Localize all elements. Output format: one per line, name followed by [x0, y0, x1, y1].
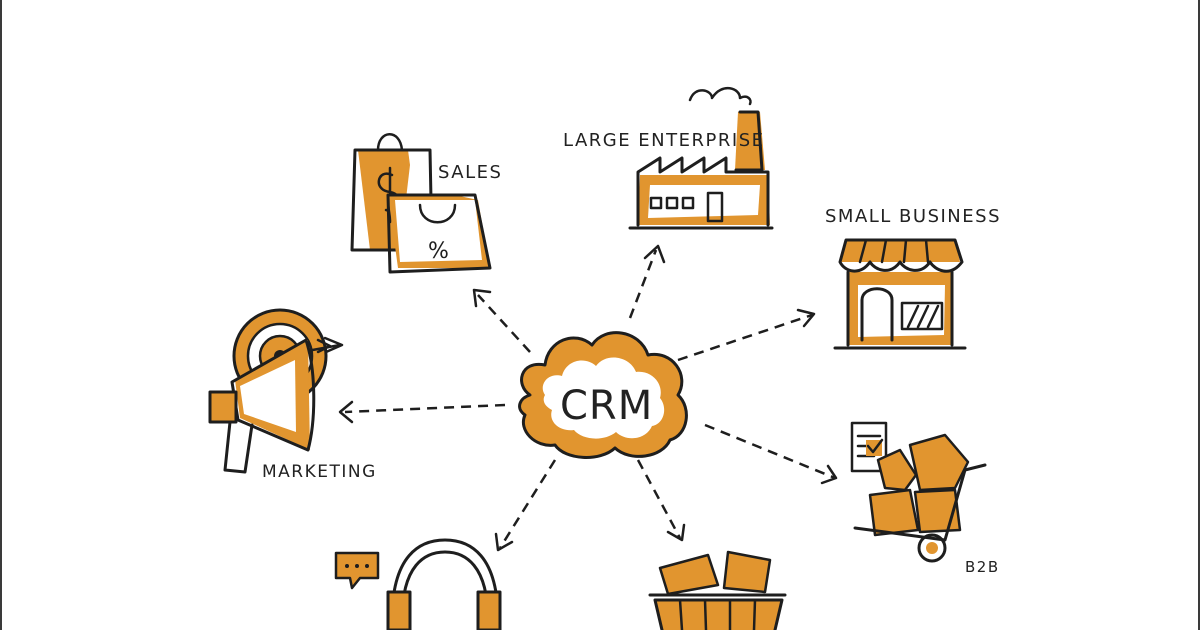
arrow-to-support [494, 459, 557, 552]
node-label-sales: SALES [438, 162, 503, 183]
factory-icon [628, 87, 774, 230]
headset-icon [334, 538, 502, 630]
node-label-marketing: MARKETING [262, 462, 377, 482]
svg-text:%: % [428, 239, 449, 264]
arrow-to-large-enterprise [628, 244, 666, 319]
node-label-b2b: B2B [965, 558, 1000, 576]
arrow-to-b2b [704, 423, 838, 485]
shopping-bags-icon: % [350, 133, 492, 274]
right-border [1198, 0, 1200, 630]
megaphone-target-icon [208, 308, 344, 474]
node-label-large-enterprise: LARGE ENTERPRISE [563, 130, 765, 151]
hand-truck-icon [850, 421, 987, 563]
node-label-small-business: SMALL BUSINESS [825, 206, 1001, 227]
arrow-to-small-business [677, 308, 816, 362]
crm-center-label: CRM [560, 383, 654, 429]
shopping-basket-icon [648, 550, 787, 630]
arrow-to-marketing [338, 400, 506, 424]
left-border [0, 0, 2, 630]
storefront-icon [833, 238, 967, 350]
cloud-icon [518, 331, 688, 459]
arrow-to-retail [636, 459, 686, 542]
arrow-to-sales [472, 288, 531, 353]
